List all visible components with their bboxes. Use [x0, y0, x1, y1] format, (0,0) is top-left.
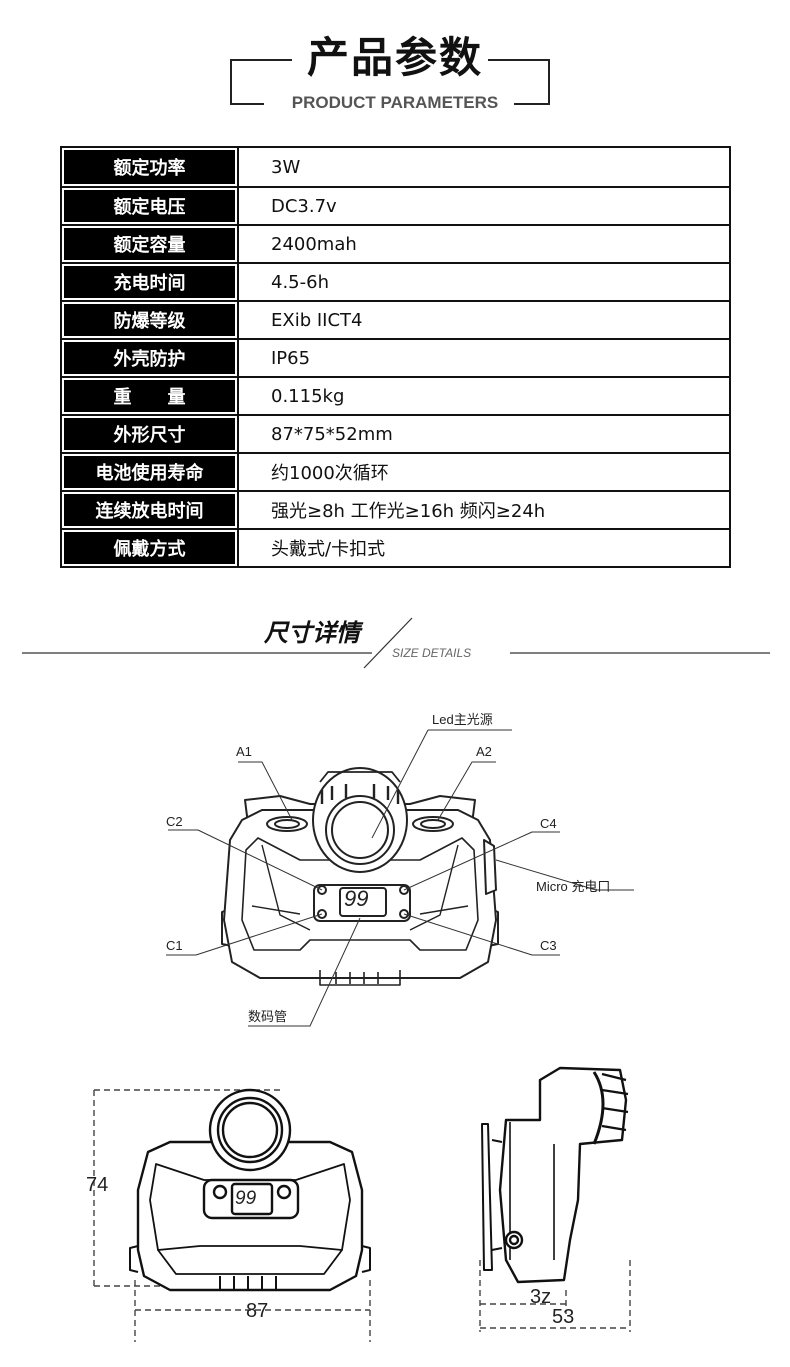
header-frame-right: [548, 59, 550, 104]
param-row: 额定容量 2400mah: [62, 224, 729, 262]
param-value: 2400mah: [237, 226, 729, 262]
header-frame-bottom-right: [514, 103, 550, 105]
param-key: 额定功率: [62, 148, 237, 186]
param-key: 额定电压: [62, 188, 237, 224]
dimension-depth-inner: 3z: [530, 1286, 552, 1308]
display-digits-small: 99: [235, 1188, 257, 1209]
label-c1: C1: [166, 938, 183, 953]
param-key: 重 量: [62, 378, 237, 414]
param-value: 0.115kg: [237, 378, 729, 414]
header-frame-top-left: [230, 59, 292, 61]
dimension-height: 74: [86, 1174, 109, 1196]
param-row: 重 量 0.115kg: [62, 376, 729, 414]
param-row: 外形尺寸 87*75*52mm: [62, 414, 729, 452]
param-key: 佩戴方式: [62, 530, 237, 566]
size-details-subtitle: SIZE DETAILS: [392, 646, 472, 660]
headlamp-side-dimensions: [479, 1066, 631, 1332]
label-a1: A1: [236, 744, 252, 759]
size-details-title: 尺寸详情: [264, 619, 360, 647]
label-a2: A2: [476, 744, 492, 759]
size-details-divider: [22, 617, 770, 669]
label-display: 数码管: [248, 1009, 288, 1024]
param-value: 3W: [237, 148, 729, 186]
page-subtitle: PRODUCT PARAMETERS: [291, 93, 499, 112]
dimension-width: 87: [246, 1300, 269, 1322]
param-value: 约1000次循环: [237, 454, 729, 490]
headlamp-front-drawing: [166, 729, 634, 1027]
header-frame-top-right: [488, 59, 550, 61]
label-c4: C4: [540, 816, 557, 831]
param-value: 强光≥8h 工作光≥16h 频闪≥24h: [237, 492, 729, 528]
param-value: 头戴式/卡扣式: [237, 530, 729, 566]
param-key: 外形尺寸: [62, 416, 237, 452]
param-row: 电池使用寿命 约1000次循环: [62, 452, 729, 490]
header-frame-left: [230, 59, 232, 104]
label-c3: C3: [540, 938, 557, 953]
param-value: DC3.7v: [237, 188, 729, 224]
display-digits: 99: [344, 886, 369, 911]
param-row: 防爆等级 EXib IICT4: [62, 300, 729, 338]
param-value: IP65: [237, 340, 729, 376]
param-value: 87*75*52mm: [237, 416, 729, 452]
param-key: 额定容量: [62, 226, 237, 262]
param-value: EXib IICT4: [237, 302, 729, 338]
param-row: 外壳防护 IP65: [62, 338, 729, 376]
param-row: 充电时间 4.5-6h: [62, 262, 729, 300]
param-row: 额定电压 DC3.7v: [62, 186, 729, 224]
params-table: 额定功率 3W 额定电压 DC3.7v 额定容量 2400mah 充电时间 4.…: [60, 146, 731, 568]
param-row: 额定功率 3W: [62, 148, 729, 186]
param-row: 佩戴方式 头戴式/卡扣式: [62, 528, 729, 566]
header-frame-bottom-left: [230, 103, 264, 105]
param-key: 电池使用寿命: [62, 454, 237, 490]
param-value: 4.5-6h: [237, 264, 729, 300]
page-title: 产品参数: [306, 33, 483, 82]
headlamp-front-dimensions: [93, 1088, 371, 1342]
param-key: 充电时间: [62, 264, 237, 300]
param-key: 防爆等级: [62, 302, 237, 338]
param-key: 外壳防护: [62, 340, 237, 376]
label-c2: C2: [166, 814, 183, 829]
label-led: Led主光源: [432, 712, 493, 727]
param-row: 连续放电时间 强光≥8h 工作光≥16h 频闪≥24h: [62, 490, 729, 528]
label-micro: Micro 充电口: [536, 879, 611, 894]
dimension-depth: 53: [552, 1306, 575, 1328]
param-key: 连续放电时间: [62, 492, 237, 528]
